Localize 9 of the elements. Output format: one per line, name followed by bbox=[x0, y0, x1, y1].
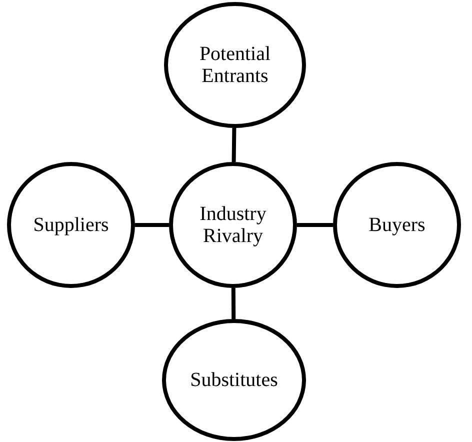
node-label: Industry Rivalry bbox=[198, 203, 268, 247]
node-label: Substitutes bbox=[190, 369, 278, 391]
connector-line bbox=[232, 128, 236, 162]
connector-line bbox=[135, 223, 169, 227]
connector-line bbox=[231, 288, 236, 320]
connector-line bbox=[297, 223, 333, 227]
node-label: Potential Entrants bbox=[198, 43, 272, 87]
node-label: Suppliers bbox=[33, 214, 109, 236]
node-label: Buyers bbox=[368, 214, 426, 236]
